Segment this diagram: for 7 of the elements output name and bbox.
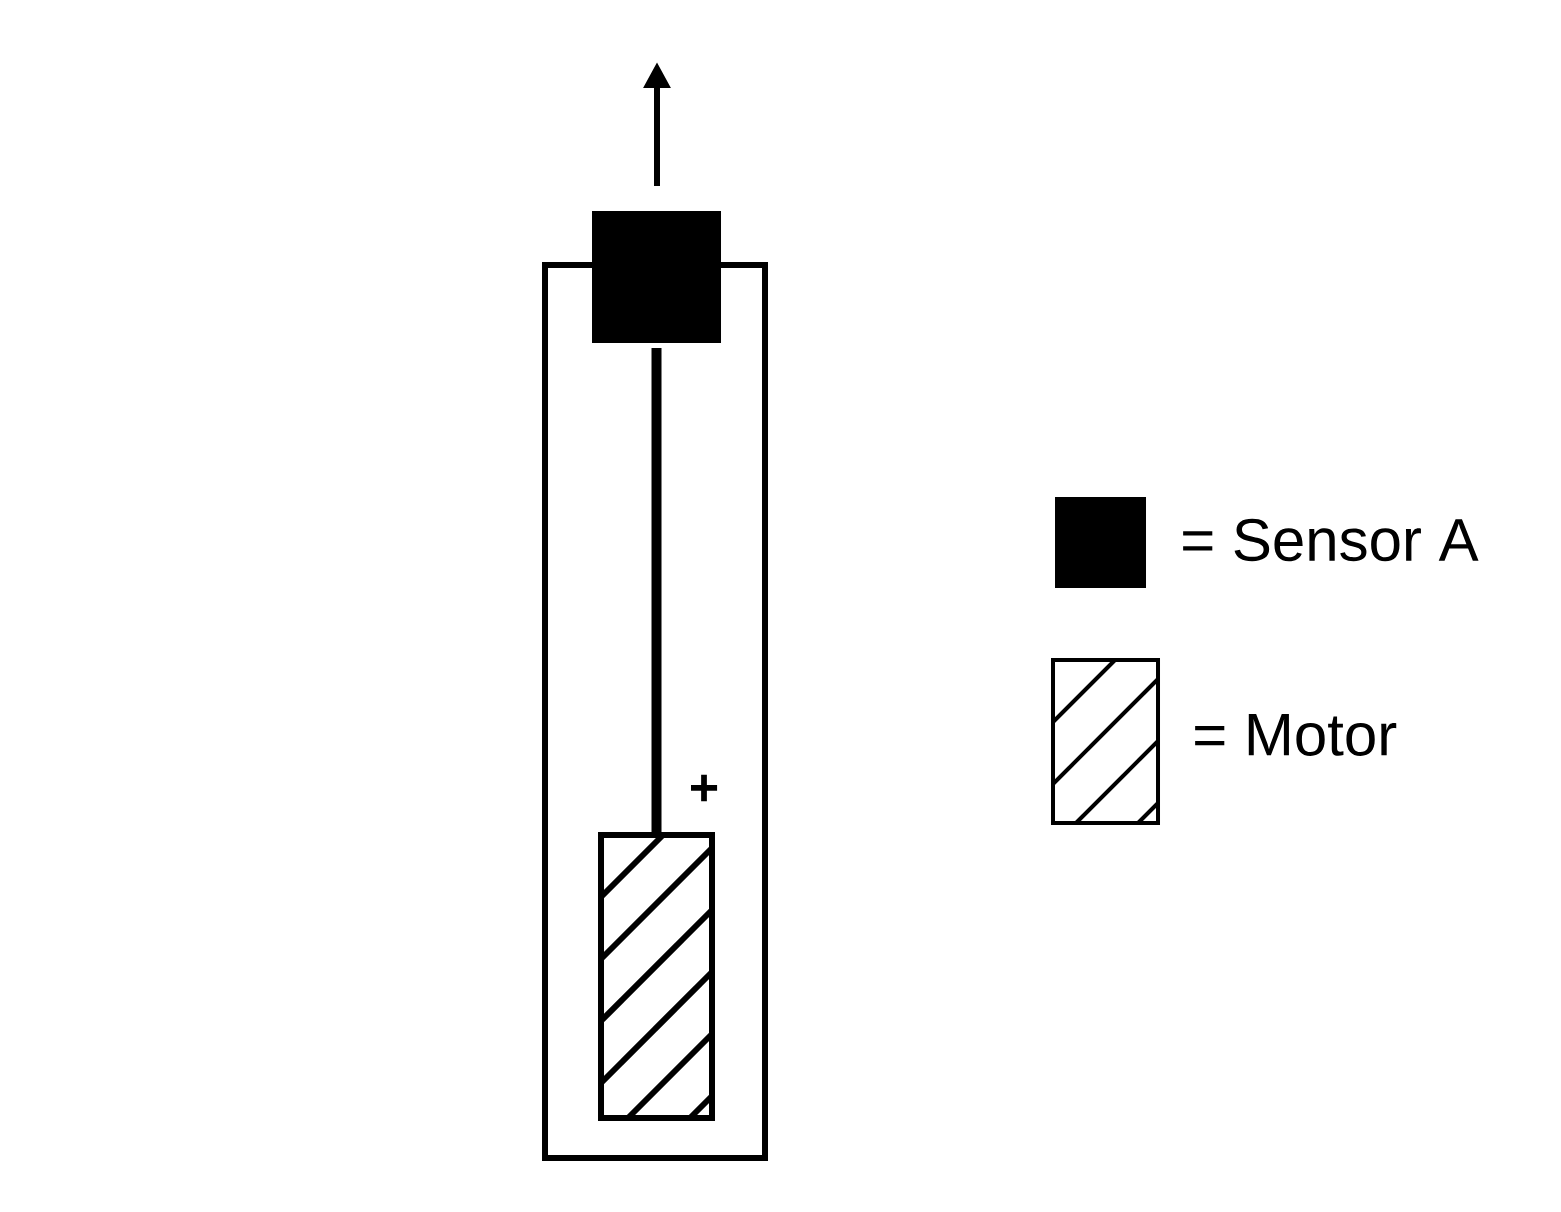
tube-outline (542, 262, 768, 1161)
plus-sign: + (691, 774, 718, 802)
legend-label: = Sensor A (1183, 518, 1479, 562)
legend-label: = Motor (1195, 714, 1397, 756)
sensor-block (592, 211, 721, 343)
motor-block (598, 832, 715, 1121)
rod (651, 348, 662, 832)
